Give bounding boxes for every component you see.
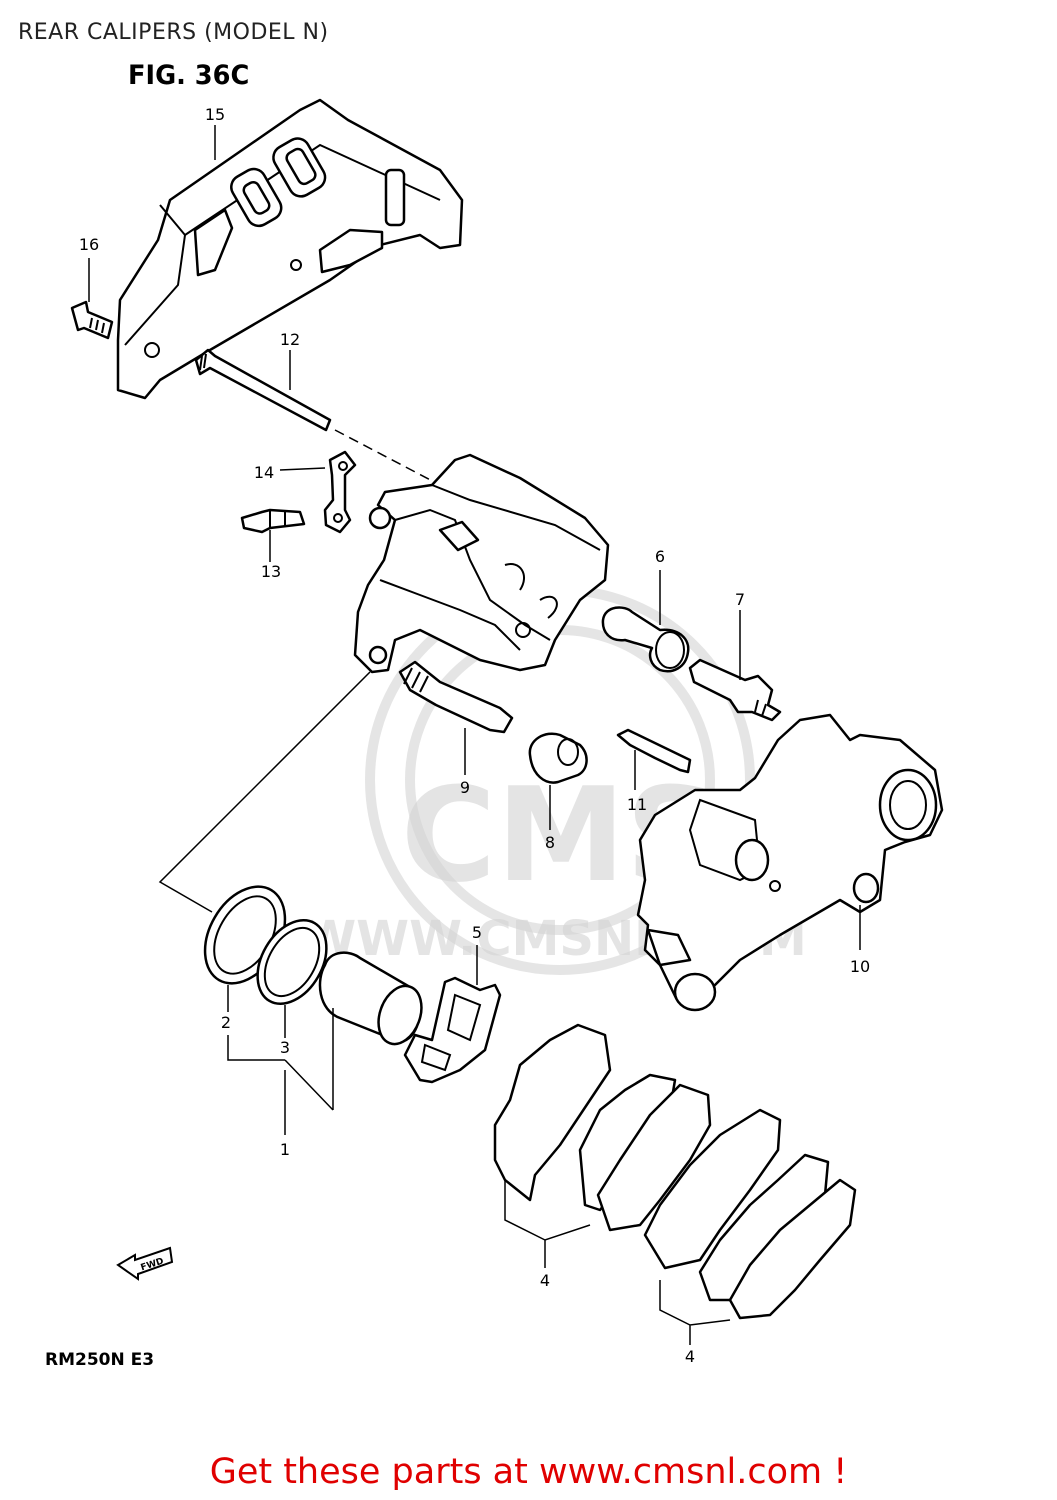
callout-4-a: 4 [540, 1271, 550, 1290]
part-16-bolt[interactable] [70, 258, 114, 340]
callout-7: 7 [735, 590, 745, 609]
part-14-clip[interactable] [279, 450, 357, 534]
callout-13: 13 [261, 562, 281, 581]
part-1-piston[interactable] [318, 951, 429, 1110]
cta-link[interactable]: Get these parts at www.cmsnl.com ! [209, 1452, 848, 1492]
callout-3: 3 [280, 1038, 290, 1057]
callout-10: 10 [850, 957, 870, 976]
footer-cta: Get these parts at www.cmsnl.com ! [0, 1452, 1057, 1492]
part-15-caliper-guard[interactable] [116, 98, 464, 400]
callout-4-b: 4 [685, 1347, 695, 1366]
callout-11: 11 [627, 795, 647, 814]
callout-16: 16 [79, 235, 99, 254]
part-9-slide-pin[interactable] [398, 660, 514, 775]
figure-label: FIG. 36C [128, 60, 250, 91]
callout-5: 5 [472, 923, 482, 942]
callout-12: 12 [280, 330, 300, 349]
callout-6: 6 [655, 547, 665, 566]
part-7-bolt[interactable] [688, 610, 782, 722]
part-8-boot[interactable] [528, 732, 588, 830]
part-12-pin[interactable] [194, 348, 332, 432]
page-title: REAR CALIPERS (MODEL N) [18, 20, 329, 45]
caliper-body[interactable] [353, 453, 610, 674]
callout-8: 8 [545, 833, 555, 852]
part-5-pad-shim[interactable] [403, 945, 502, 1084]
callout-1: 1 [280, 1140, 290, 1159]
part-13-bleeder[interactable] [240, 508, 306, 562]
part-6-sleeve[interactable] [601, 570, 690, 673]
part-10-bracket[interactable] [636, 713, 944, 1012]
part-4-brake-pads-b[interactable] [643, 1108, 857, 1320]
part-3-dust-seal[interactable] [244, 908, 341, 1038]
callout-9: 9 [460, 778, 470, 797]
part-11-spring[interactable] [616, 728, 692, 790]
callout-15: 15 [205, 105, 225, 124]
fwd-arrow-icon: FWD [116, 1246, 174, 1281]
callout-14: 14 [254, 463, 274, 482]
part-4-brake-pads-a[interactable] [493, 1023, 712, 1232]
model-code: RM250N E3 [45, 1350, 155, 1370]
callout-2: 2 [221, 1013, 231, 1032]
